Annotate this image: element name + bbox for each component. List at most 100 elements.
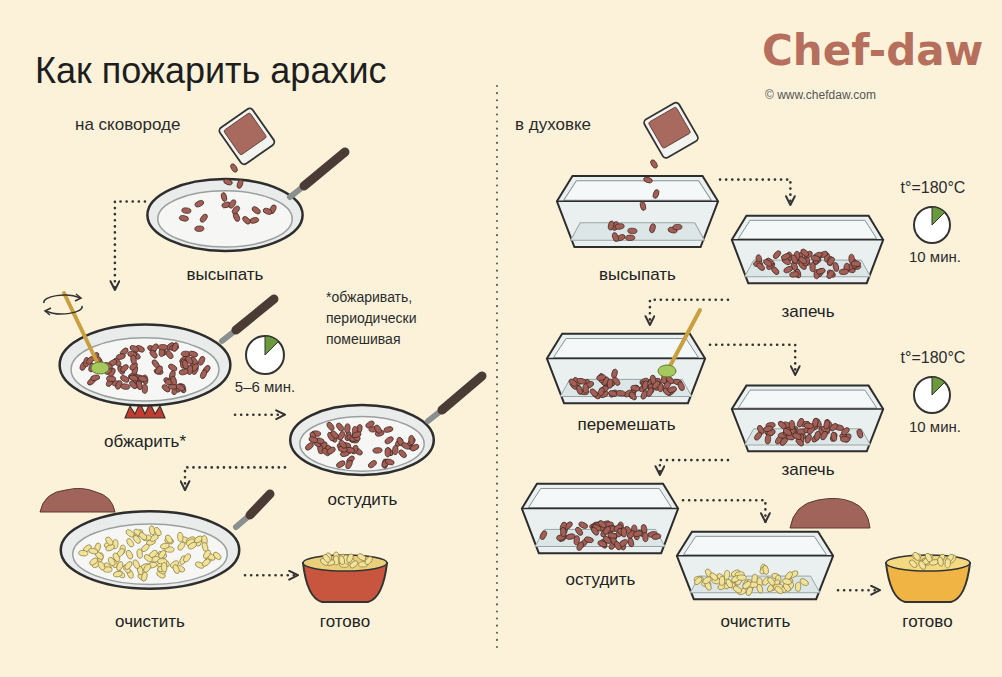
step-caption: высыпать: [187, 265, 264, 285]
peanut: [194, 199, 205, 208]
peanut: [615, 223, 625, 230]
timer: [914, 377, 950, 413]
peanut: [335, 460, 346, 469]
peanut: [90, 374, 100, 381]
label: t°=180°C: [873, 348, 993, 367]
peeled-peanut: [113, 571, 123, 578]
peanut: [782, 426, 792, 437]
peeled-peanuts: [319, 552, 373, 570]
husk-pile: [40, 488, 115, 512]
peanut: [351, 431, 361, 439]
peeled-peanut: [132, 559, 141, 570]
jar: [643, 101, 700, 159]
handle-grip: [250, 494, 270, 515]
peanut: [826, 269, 836, 280]
peanut: [373, 424, 382, 435]
step-caption: обжарить*: [104, 432, 186, 452]
peanut: [781, 253, 792, 261]
peanut: [182, 207, 192, 213]
peanut: [607, 379, 613, 389]
peanut: [409, 435, 415, 444]
dotted-arrow: [838, 589, 880, 592]
step: готово: [298, 548, 392, 632]
peeled-peanut: [97, 560, 106, 571]
peeled-peanut: [732, 585, 743, 594]
peanut: [182, 360, 189, 370]
peeled-peanut: [937, 557, 944, 567]
step-caption: очистить: [115, 612, 185, 632]
peeled-peanut: [142, 563, 151, 574]
peanut: [326, 446, 337, 455]
peanut: [762, 258, 773, 267]
husk-pile: [790, 498, 870, 528]
peanut: [345, 459, 354, 470]
step: остудить: [285, 368, 440, 510]
peanut: [188, 350, 198, 358]
peanut: [816, 267, 826, 275]
peeled-peanut: [160, 542, 170, 549]
peanut: [149, 349, 159, 360]
peanut: [790, 254, 799, 265]
peanut: [385, 458, 395, 466]
peeled-peanut: [132, 534, 142, 545]
peanut: [814, 431, 821, 441]
peeled-peanut: [182, 553, 192, 564]
step-caption: остудить: [566, 570, 636, 590]
spatula: [670, 310, 700, 366]
peanut: [804, 433, 812, 444]
peanut: [590, 526, 600, 537]
step: очистить: [55, 490, 245, 632]
title: Как пожарить арахис: [35, 50, 387, 92]
step: запечь: [728, 205, 888, 322]
peeled-peanut: [157, 549, 167, 560]
dotted-arrow: [235, 413, 285, 416]
peeled-peanut: [141, 572, 148, 582]
peanuts: [539, 519, 661, 551]
step-caption: перемешать: [577, 415, 675, 435]
handle-grip: [236, 299, 274, 330]
label: на сковороде: [75, 115, 180, 135]
falling-peanuts: [220, 163, 244, 202]
peeled-peanuts: [908, 551, 957, 570]
peanut: [385, 448, 391, 457]
peanut: [643, 532, 649, 541]
peanut: [344, 424, 350, 434]
frying-pan: [147, 179, 302, 251]
peanut: [649, 223, 657, 233]
step-caption: запечь: [781, 460, 834, 480]
step-caption: запечь: [781, 302, 834, 322]
peanut: [171, 342, 179, 352]
baking-dish: [732, 386, 883, 452]
peeled-peanut: [177, 532, 183, 542]
peeled-peanut: [143, 553, 154, 563]
peanut: [646, 387, 655, 398]
peanuts: [79, 341, 212, 395]
peanut: [116, 353, 126, 360]
peeled-peanut: [719, 576, 725, 585]
peanut: [616, 390, 626, 397]
peanut: [170, 375, 178, 385]
peanut: [652, 189, 660, 199]
stir-arc: [44, 295, 80, 303]
peeled-peanut: [924, 552, 933, 563]
peeled-peanut: [737, 575, 746, 581]
peeled-peanut: [172, 564, 180, 574]
jar-glass: [218, 107, 276, 166]
peanut: [195, 226, 204, 232]
label: в духовке: [515, 115, 591, 135]
peanut: [330, 429, 340, 439]
peanut: [789, 271, 799, 278]
peanut: [804, 423, 814, 429]
peanuts: [179, 199, 277, 232]
peanut: [383, 426, 393, 433]
dotted-arrow: [245, 574, 298, 577]
peanut: [335, 422, 345, 433]
peeled-peanut: [762, 565, 769, 575]
peeled-peanut: [725, 578, 734, 589]
peeled-peanut: [364, 555, 374, 566]
peeled-peanut: [116, 561, 124, 571]
frying-pan: [290, 405, 434, 475]
dotted-arrow: [650, 300, 728, 325]
peanut: [179, 215, 189, 222]
dotted-arrow: [185, 467, 285, 490]
